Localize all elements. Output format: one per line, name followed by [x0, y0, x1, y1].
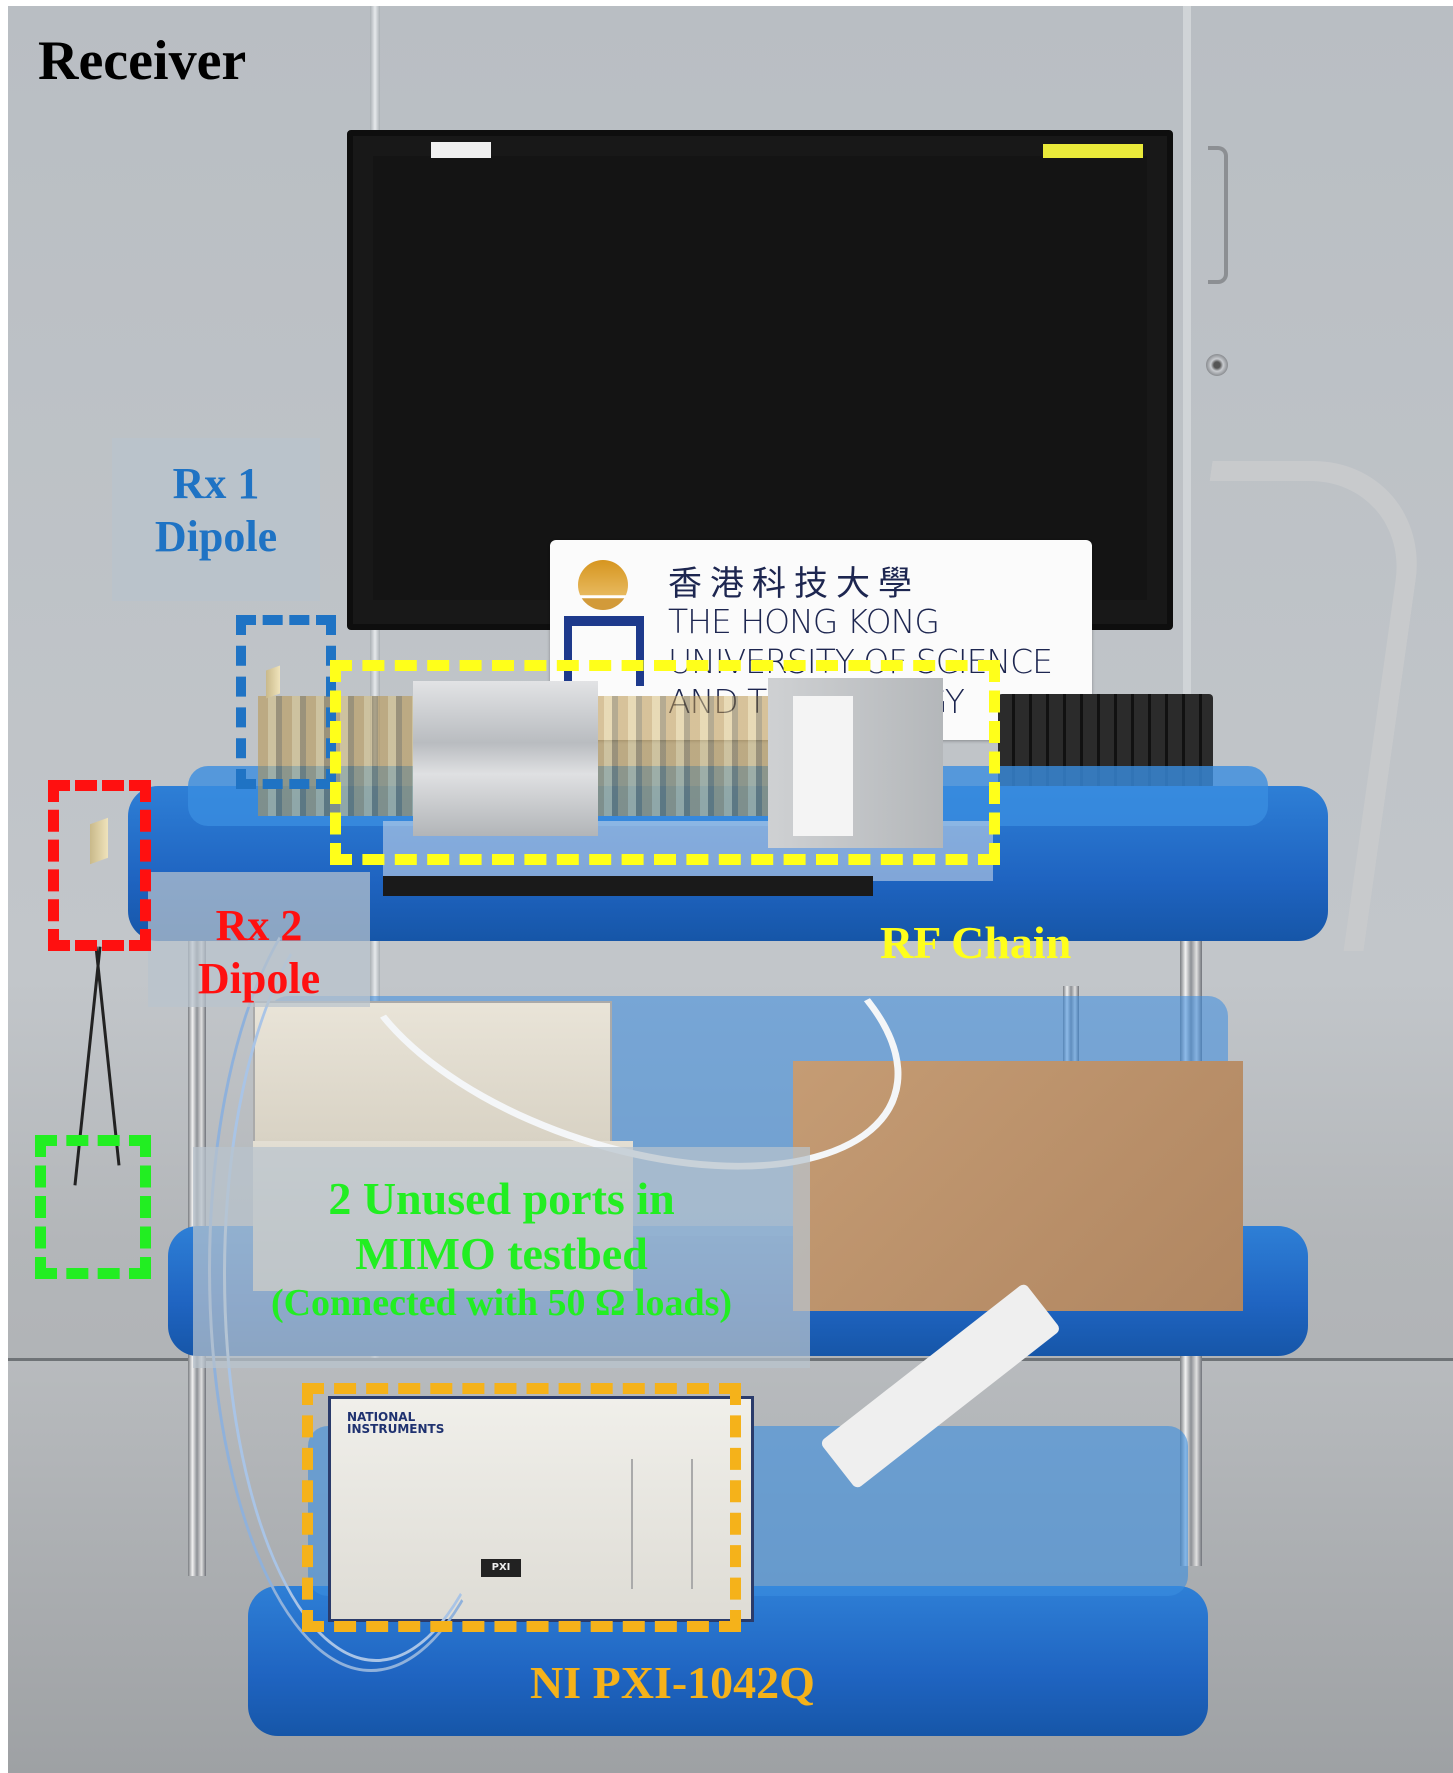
rf-chain-highlight-box — [330, 660, 1000, 865]
rx2-label: Rx 2 Dipole — [148, 872, 370, 1007]
unused-ports-label-line-2: MIMO testbed — [355, 1228, 648, 1280]
yellow-sticker — [1043, 144, 1143, 158]
rf-amplifier-stack — [413, 681, 598, 836]
door-handle — [1208, 146, 1228, 284]
unused-ports-label-line-3: (Connected with 50 Ω loads) — [270, 1282, 733, 1325]
sign-chinese-name: 香港科技大學 — [668, 564, 920, 604]
ni-pxi-label: NI PXI-1042Q — [530, 1657, 815, 1708]
figure-title: Receiver — [38, 30, 247, 92]
wall-panel-seam — [370, 6, 380, 1366]
rx1-highlight-box — [236, 615, 336, 789]
sign-line-1: THE HONG KONG — [668, 602, 940, 641]
splitter-label — [793, 696, 853, 836]
rf-chain-label: RF Chain — [880, 917, 1072, 968]
wooden-board — [793, 1061, 1243, 1311]
unused-ports-label-line-1: 2 Unused ports in — [328, 1173, 675, 1224]
ni-pxi-highlight-box — [302, 1383, 741, 1632]
pxi-module-badge: PXI — [481, 1559, 521, 1577]
rx1-label-line-1: Rx 1 — [172, 459, 260, 508]
black-rail — [383, 876, 873, 896]
pxi-slot-divider — [691, 1459, 693, 1589]
unused-ports-highlight-box — [35, 1135, 151, 1279]
rx1-label-line-2: Dipole — [154, 511, 278, 561]
rx2-label-line-2: Dipole — [197, 953, 321, 1003]
monitor-screen — [373, 156, 1147, 600]
black-coax-cable — [94, 946, 121, 1166]
door-edge — [1183, 6, 1191, 1366]
unused-ports-label: 2 Unused ports in MIMO testbed (Connecte… — [193, 1147, 810, 1368]
pxi-slot-divider — [631, 1459, 633, 1589]
hkust-logo-icon — [578, 560, 628, 610]
barcode-sticker — [431, 142, 491, 158]
door-lock-icon — [1206, 354, 1228, 376]
rx2-label-line-1: Rx 2 — [215, 901, 303, 950]
hkust-logo-book-icon — [564, 616, 644, 686]
rx1-label: Rx 1 Dipole — [112, 438, 320, 601]
rx2-highlight-box — [48, 780, 151, 951]
